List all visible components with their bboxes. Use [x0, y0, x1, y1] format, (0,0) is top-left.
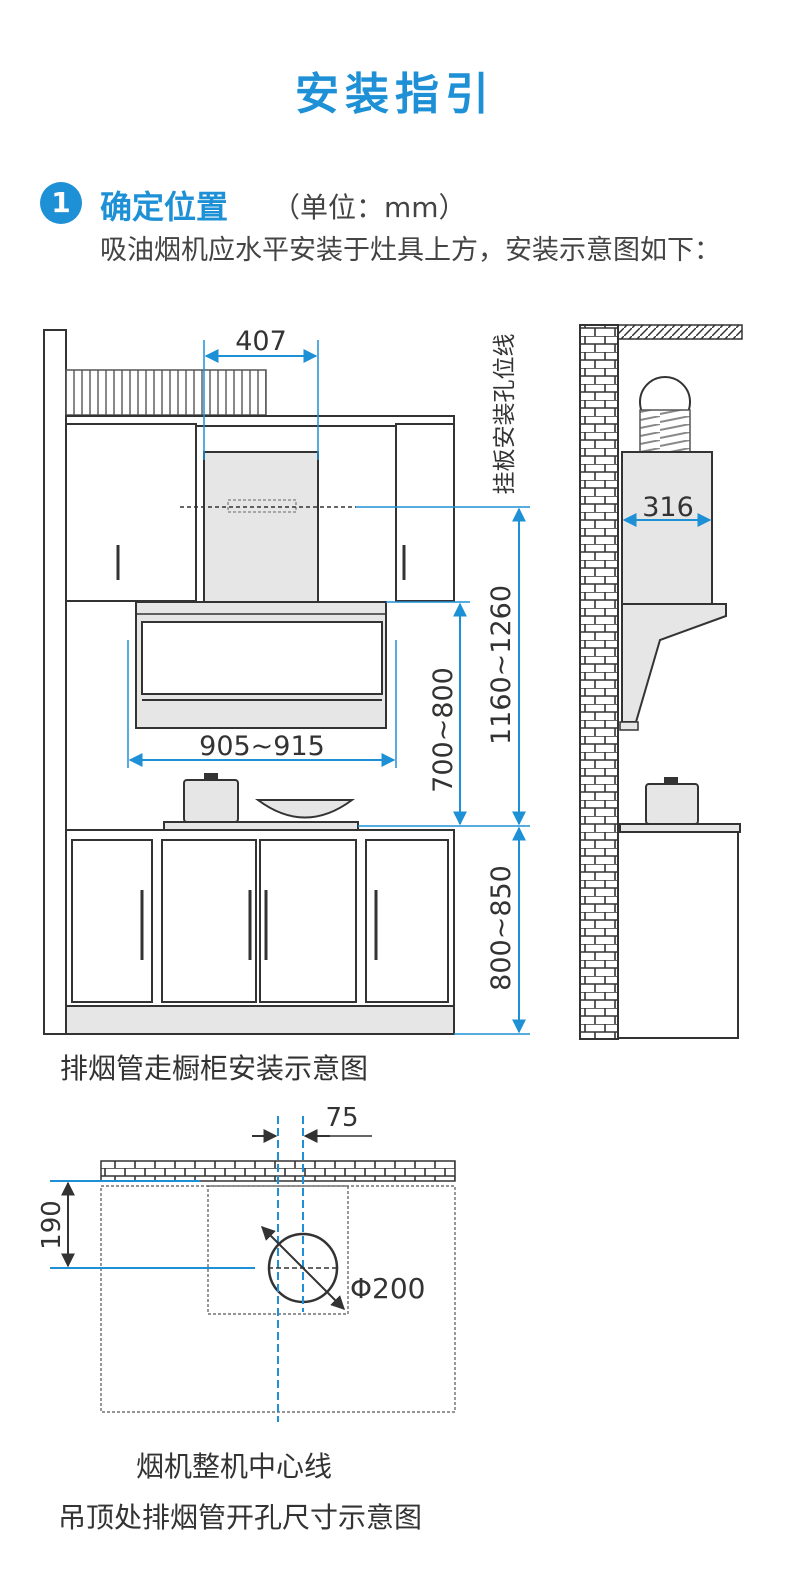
side-cabinet	[617, 831, 739, 1039]
side-hood-body	[621, 603, 727, 723]
step-unit: （单位：mm）	[272, 191, 467, 224]
pot-lid-knob	[204, 773, 218, 780]
dim-label-counter-height: 800~850	[486, 865, 517, 991]
exhaust-duct	[65, 369, 267, 416]
dim-label-width-bottom: 905~915	[199, 731, 325, 762]
dim-label-hood-to-stove: 700~800	[428, 667, 459, 793]
wok	[254, 799, 356, 819]
diagram1-caption: 排烟管走橱柜安装示意图	[60, 1052, 369, 1085]
dim-label-side-depth: 316	[642, 492, 694, 523]
side-chimney	[621, 451, 713, 605]
dim-label-hanger-to-stove: 1160~1260	[486, 585, 517, 745]
step-number-badge: 1	[40, 182, 82, 224]
stock-pot	[183, 779, 239, 823]
side-hood-tip	[619, 721, 639, 731]
hood-chimney	[203, 451, 319, 603]
ceiling-hole-diagram: 75 190 Φ200	[37, 1103, 456, 1422]
cabinet-door	[71, 839, 153, 1003]
centerline-label: 烟机整机中心线	[136, 1450, 333, 1483]
side-cooktop	[619, 823, 741, 833]
dim-label-distance: 190	[37, 1200, 67, 1250]
cabinet-door	[365, 839, 449, 1003]
dim-label-width-top: 407	[235, 326, 287, 357]
dim-label-diameter: Φ200	[350, 1272, 425, 1305]
brick-wall	[579, 324, 619, 1040]
side-pot	[645, 783, 699, 825]
cabinet-door	[259, 839, 357, 1003]
ceiling-board	[65, 415, 455, 427]
step-title: 确定位置	[100, 188, 229, 226]
step-description: 吸油烟机应水平安装于灶具上方，安装示意图如下：	[100, 235, 721, 266]
upper-cabinet-left-outer	[65, 423, 197, 602]
side-duct	[639, 409, 691, 453]
cabinet-door	[161, 839, 257, 1003]
side-view-diagram: 316	[579, 324, 743, 1040]
pot-lid-knob	[664, 777, 678, 784]
plinth	[65, 1005, 455, 1035]
diagram2-caption: 吊顶处排烟管开孔尺寸示意图	[58, 1501, 423, 1534]
ceiling	[617, 324, 743, 340]
upper-cabinet-right	[395, 423, 455, 602]
hanger-line-label: 挂板安装孔位线	[492, 334, 518, 495]
page-title: 安装指引	[295, 69, 495, 120]
dim-arrow-diameter	[261, 1226, 345, 1310]
hood-panel	[141, 621, 383, 695]
left-wall	[43, 329, 67, 1035]
dim-label-offset: 75	[325, 1103, 358, 1133]
front-view-diagram: 407 905~915 700~800 1160~1260 800~850 挂板…	[43, 326, 530, 1035]
